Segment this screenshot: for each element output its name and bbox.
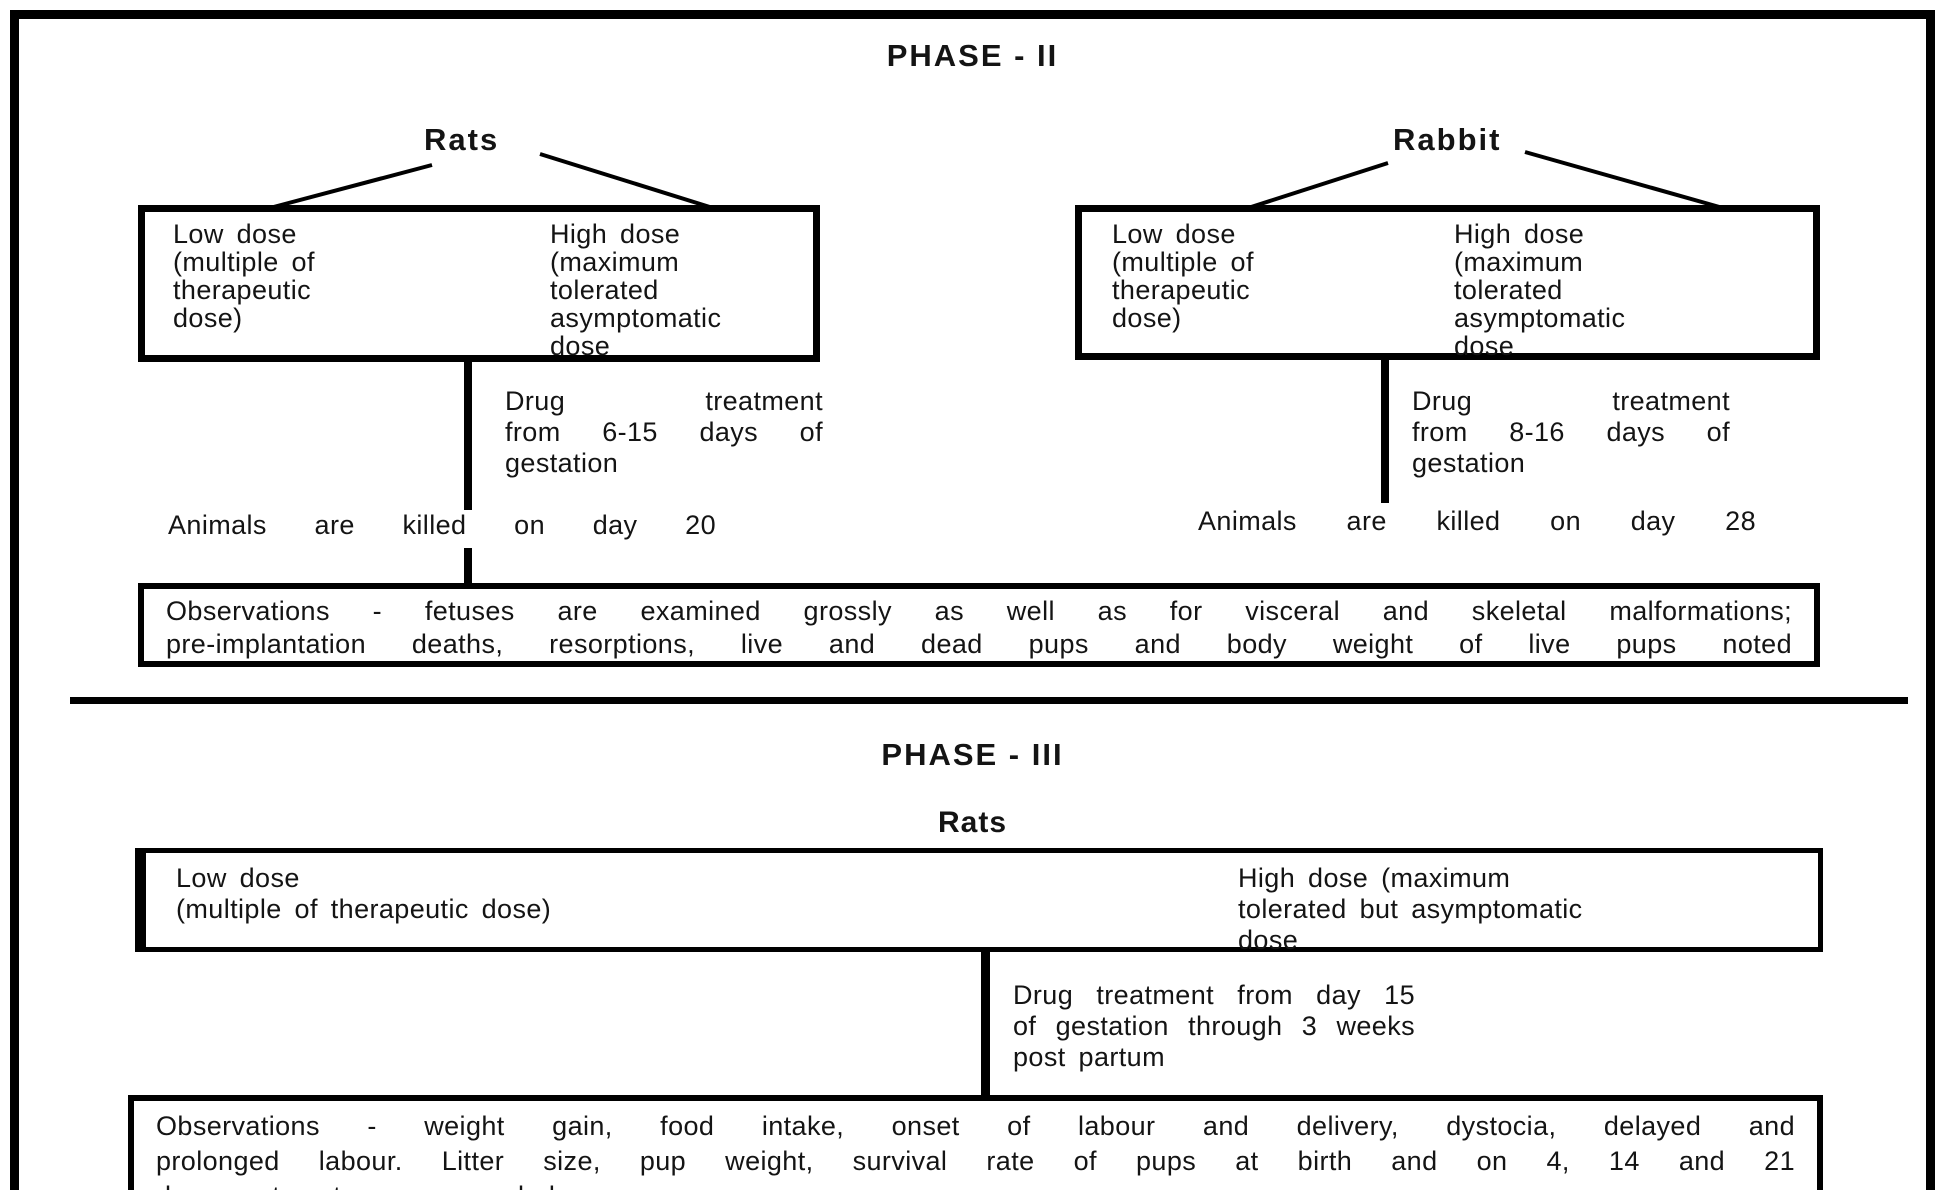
rats-branch-line-left (265, 163, 433, 211)
rabbit-high-dose-text: High dose (maximum tolerated asymptomati… (1454, 219, 1626, 361)
rats-endpoint-note: Animals are killed on day 20 (168, 510, 716, 540)
phase3-connector (981, 950, 990, 1097)
phase3-low-dose-text: Low dose (multiple of therapeutic dose) (176, 863, 552, 924)
phase2-observations-box: Observations - fetuses are examined gros… (138, 583, 1820, 667)
rabbit-endpoint-note: Animals are killed on day 28 (1198, 506, 1756, 536)
rats-high-dose-text: High dose (maximum tolerated asymptomati… (550, 219, 722, 361)
phase3-high-dose-text: High dose (maximum tolerated but asympto… (1238, 863, 1583, 955)
rats-connector-upper (464, 360, 472, 510)
rabbit-connector (1381, 360, 1389, 503)
phase2-rabbit-label: Rabbit (1393, 122, 1502, 157)
phase2-title: PHASE - II (886, 38, 1059, 73)
rabbit-low-dose-text: Low dose (multiple of therapeutic dose) (1112, 219, 1254, 333)
phase3-rats-label: Rats (937, 806, 1008, 839)
phase3-dose-box: Low dose (multiple of therapeutic dose) … (135, 848, 1823, 955)
rats-treatment-note: Drug treatment from 6-15 days of gestati… (505, 386, 823, 478)
phase3-treatment-note: Drug treatment from day 15 of gestation … (1013, 980, 1415, 1072)
section-divider (70, 697, 1908, 704)
rabbit-treatment-note: Drug treatment from 8-16 days of gestati… (1412, 386, 1730, 478)
phase2-rabbit-dose-box: Low dose (multiple of therapeutic dose) … (1075, 205, 1820, 360)
phase2-rats-label: Rats (424, 122, 500, 157)
rats-low-dose-text: Low dose (multiple of therapeutic dose) (173, 219, 315, 333)
phase3-observations-box: Observations - weight gain, food intake,… (128, 1095, 1823, 1190)
rabbit-branch-line-left (1247, 161, 1389, 210)
phase3-title: PHASE - III (881, 737, 1064, 772)
rats-connector-lower (464, 548, 472, 590)
rats-branch-line-right (539, 152, 714, 210)
rabbit-branch-line-right (1524, 150, 1724, 210)
phase2-rats-dose-box: Low dose (multiple of therapeutic dose) … (138, 205, 820, 362)
